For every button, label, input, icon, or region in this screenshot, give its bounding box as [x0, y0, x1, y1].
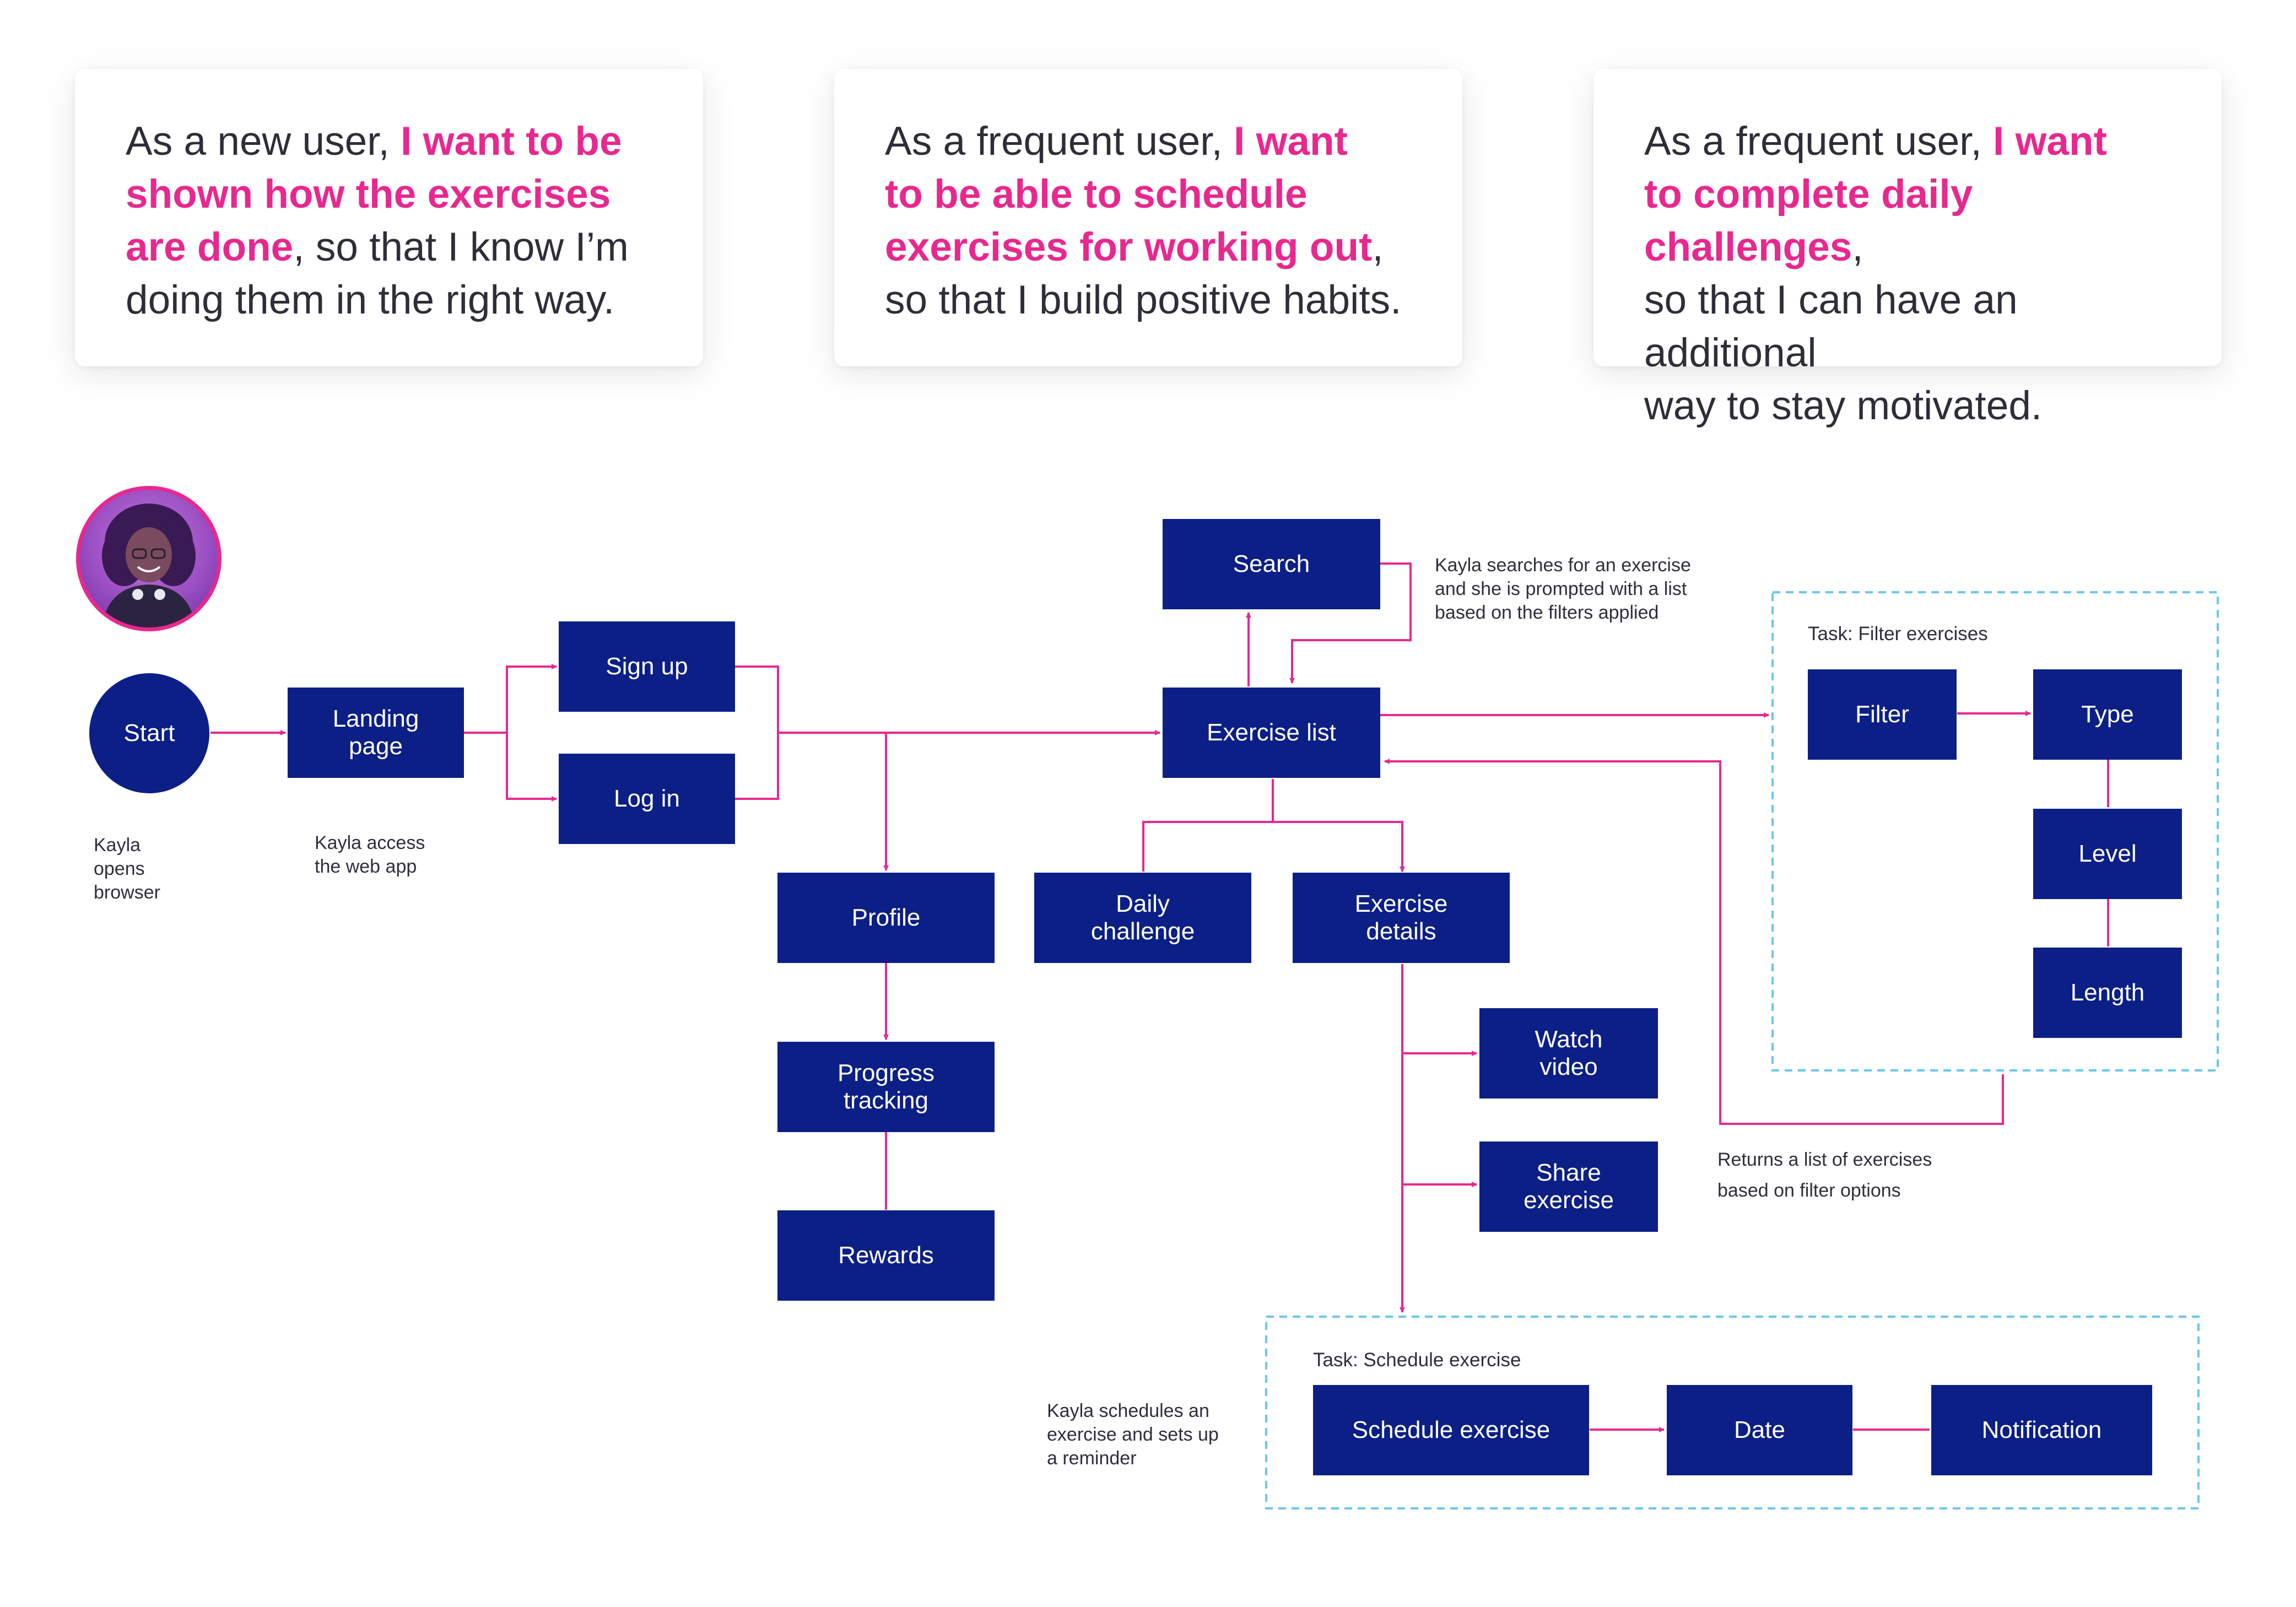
story-text: As a new user, — [126, 119, 401, 164]
story-highlight: I want — [1234, 119, 1348, 164]
connector-branch-details — [1273, 821, 1405, 872]
notification-node: Notification — [1931, 1385, 2152, 1475]
user-story-text: As a frequent user, I want to be able to … — [885, 115, 1412, 327]
task-schedule-frame — [1265, 1316, 2200, 1509]
date-node: Date — [1667, 1385, 1852, 1475]
story-highlight: I want — [1993, 119, 2107, 164]
story-highlight: exercises for working out — [885, 225, 1373, 269]
connector-exercise-list-branch — [1142, 779, 1274, 872]
story-text: , so that I know I’m — [293, 225, 629, 269]
story-highlight: to complete daily challenges — [1644, 172, 1973, 269]
persona-avatar — [76, 486, 222, 631]
story-text: so that I build positive habits. — [885, 278, 1402, 322]
story-text: doing them in the right way. — [126, 278, 615, 322]
user-story-card-3: As a frequent user, I want to complete da… — [1593, 69, 2222, 428]
user-story-text: As a frequent user, I want to complete da… — [1644, 115, 2171, 432]
user-story-card-2: As a frequent user, I want to be able to … — [834, 69, 1462, 366]
story-highlight: shown how the exercises — [126, 172, 611, 217]
connector-filter-task-return — [1384, 759, 2004, 1125]
story-text: As a frequent user, — [885, 119, 1234, 164]
user-story-card-1: As a new user, I want to be shown how the… — [75, 69, 703, 366]
person-avatar-icon — [102, 504, 196, 627]
profile-node: Profile — [777, 873, 995, 963]
start-node: Start — [89, 673, 209, 793]
connector-signup-join — [735, 665, 779, 800]
story-text: , — [1372, 225, 1384, 269]
type-node: Type — [2033, 669, 2182, 760]
connector-landing-login — [506, 733, 557, 802]
connector-landing-signup — [464, 664, 557, 734]
task-filter-label: Task: Filter exercises — [1808, 623, 1988, 645]
story-text: way to stay motivated. — [1644, 383, 2043, 428]
task-filter-frame — [1771, 591, 2219, 1072]
exercise-list-node: Exercise list — [1163, 688, 1380, 778]
connector-search-exercise-list — [1289, 562, 1412, 684]
rewards-node: Rewards — [777, 1210, 995, 1301]
level-node: Level — [2033, 809, 2182, 899]
story-text: so that I can have an additional — [1644, 278, 2018, 375]
story-highlight: to be able to schedule — [885, 172, 1308, 217]
log-in-node: Log in — [559, 754, 735, 844]
search-node: Search — [1163, 519, 1380, 609]
filter-node: Filter — [1808, 669, 1957, 760]
sign-up-node: Sign up — [559, 621, 735, 712]
length-node: Length — [2033, 948, 2182, 1038]
story-text: As a frequent user, — [1644, 119, 1994, 164]
schedule-exercise-node: Schedule exercise — [1313, 1385, 1589, 1475]
task-schedule-label: Task: Schedule exercise — [1313, 1349, 1521, 1371]
story-text: , — [1852, 225, 1863, 269]
story-highlight: I want to be — [401, 119, 622, 164]
user-story-text: As a new user, I want to be shown how the… — [126, 115, 652, 327]
story-highlight: are done — [126, 225, 294, 269]
